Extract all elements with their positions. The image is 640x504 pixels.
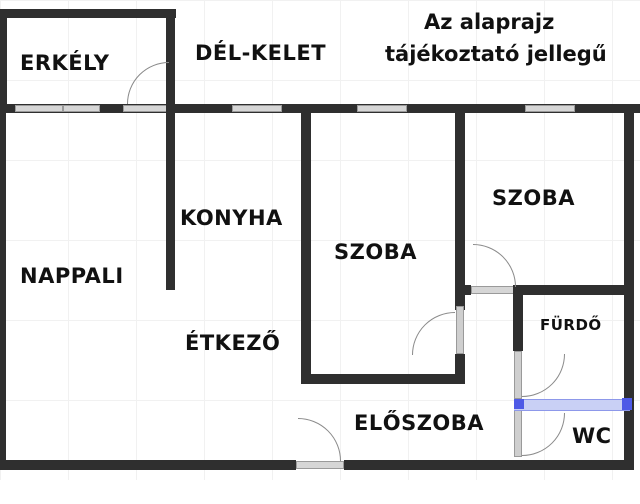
exterior-wall-bottom-left	[0, 460, 296, 470]
room-label-szoba1: SZOBA	[334, 240, 417, 264]
room-label-nappali: NAPPALI	[20, 264, 124, 288]
exterior-wall-top	[0, 104, 640, 113]
wall-szoba2-bottom-right	[516, 285, 634, 295]
room-label-konyha: KONYHA	[180, 206, 283, 230]
room-label-eloszoba: ELŐSZOBA	[354, 411, 485, 435]
orientation-label: DÉL-KELET	[195, 41, 327, 65]
room-label-etkezo: ÉTKEZŐ	[185, 331, 281, 355]
wall-szoba1-left	[301, 104, 311, 384]
balcony-wall-right	[166, 9, 175, 109]
furdo-wc-divider	[514, 399, 630, 411]
wall-nappali-konyha	[166, 104, 175, 290]
room-label-szoba2: SZOBA	[492, 186, 575, 210]
wall-szoba1-bottom	[301, 374, 465, 384]
exterior-wall-bottom-right	[344, 460, 634, 470]
door-szoba1[interactable]	[456, 306, 464, 354]
window-szoba1	[357, 105, 407, 112]
room-label-wc: WC	[572, 424, 612, 448]
room-label-furdo: FÜRDŐ	[540, 316, 602, 334]
balcony-wall-left	[0, 9, 7, 109]
window-nappali-2	[63, 105, 100, 112]
balcony-door[interactable]	[123, 105, 170, 112]
door-wc[interactable]	[514, 409, 522, 457]
door-szoba2[interactable]	[471, 286, 516, 294]
entrance-door[interactable]	[296, 461, 344, 469]
window-konyha	[232, 105, 282, 112]
balcony-wall-top	[0, 9, 176, 18]
divider-end-left	[514, 399, 524, 409]
door-furdo[interactable]	[514, 351, 522, 399]
wall-furdo-left-top	[513, 285, 523, 351]
room-label-erkely: ERKÉLY	[20, 51, 110, 75]
wall-szoba2-bottom-left	[455, 285, 471, 295]
window-nappali-1	[15, 105, 63, 112]
divider-end-right	[622, 398, 632, 410]
window-szoba2	[525, 105, 575, 112]
disclaimer-line2: tájékoztató jellegű	[385, 42, 607, 66]
wall-szoba1-right-bottom	[455, 354, 465, 384]
wall-szoba1-right-top	[455, 104, 465, 310]
disclaimer-line1: Az alaprajz	[424, 10, 555, 34]
exterior-wall-left	[0, 104, 6, 470]
